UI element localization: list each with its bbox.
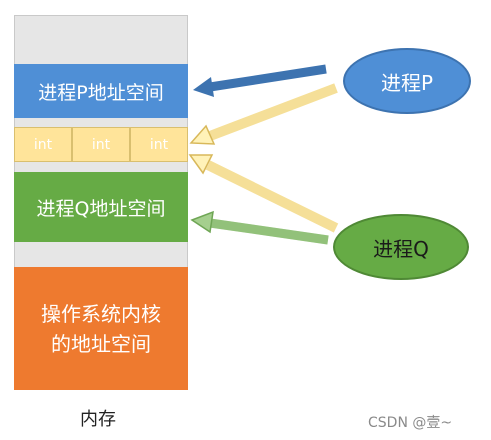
kernel-space-line-1: 操作系统内核: [41, 301, 161, 326]
process-p-label: 进程P: [380, 70, 434, 95]
shared-int-cell: int: [72, 127, 130, 162]
process-q-address-space: 进程Q地址空间: [14, 172, 188, 242]
process-p-address-space: 进程P地址空间: [14, 64, 188, 118]
kernel-space-line-2: 的地址空间: [51, 331, 151, 356]
process-q-address-space-label: 进程Q地址空间: [36, 197, 166, 220]
arrow-q-to-shared: [188, 154, 339, 233]
process-q-label: 进程Q: [373, 236, 429, 261]
kernel-address-space: 操作系统内核 的地址空间: [14, 267, 188, 390]
process-p-address-space-label: 进程P地址空间: [38, 81, 164, 104]
shared-int-cell: int: [130, 127, 188, 162]
shared-memory-region: int int int: [14, 127, 188, 162]
arrow-q-to-q-space: [190, 210, 329, 245]
process-p-node: 进程P: [343, 48, 471, 114]
arrow-p-to-shared: [189, 83, 338, 145]
arrow-p-to-p-space: [193, 64, 327, 97]
shared-int-cell: int: [14, 127, 72, 162]
watermark: CSDN @壹~: [368, 415, 453, 431]
process-q-node: 进程Q: [333, 214, 469, 280]
memory-label: 内存: [80, 409, 116, 430]
